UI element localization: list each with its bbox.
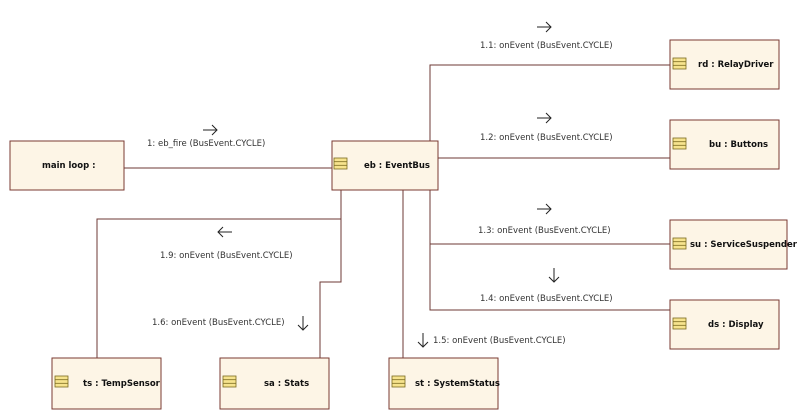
class-icon [333, 157, 348, 170]
object-su-label: su : ServiceSuspender [690, 240, 798, 250]
link-eb-sa [319, 219, 342, 358]
object-rd-label: rd : RelayDriver [698, 60, 774, 70]
message-1-1-label: 1.1: onEvent (BusEvent.CYCLE) [480, 41, 613, 51]
message-1-9: 1.9: onEvent (BusEvent.CYCLE) [160, 226, 293, 261]
object-main-loop-label: main loop : [42, 161, 96, 171]
message-1-5-label: 1.5: onEvent (BusEvent.CYCLE) [433, 336, 566, 346]
message-1-9-label: 1.9: onEvent (BusEvent.CYCLE) [160, 251, 293, 261]
class-icon [672, 137, 687, 150]
message-1-1: 1.1: onEvent (BusEvent.CYCLE) [480, 21, 613, 51]
link-eb-ts [96, 190, 342, 358]
object-ds-label: ds : Display [708, 320, 764, 330]
object-eb[interactable]: eb : EventBus [331, 140, 439, 191]
arrow-right-icon [537, 112, 552, 124]
message-1-label: 1: eb_fire (BusEvent.CYCLE) [147, 139, 265, 149]
object-rd[interactable]: rd : RelayDriver [669, 39, 780, 90]
message-1-2-label: 1.2: onEvent (BusEvent.CYCLE) [480, 133, 613, 143]
class-icon [672, 317, 687, 330]
link-eb-rd [429, 64, 670, 141]
message-1-3-label: 1.3: onEvent (BusEvent.CYCLE) [478, 226, 611, 236]
connectors [96, 64, 670, 358]
object-ds[interactable]: ds : Display [669, 299, 780, 350]
arrow-right-icon [537, 21, 552, 33]
arrow-down-icon [548, 268, 560, 283]
class-icon [672, 237, 687, 250]
arrow-left-icon [217, 226, 232, 238]
object-sa[interactable]: sa : Stats [219, 357, 330, 410]
object-eb-label: eb : EventBus [364, 161, 430, 171]
object-ts-label: ts : TempSensor [83, 379, 161, 389]
message-1-3: 1.3: onEvent (BusEvent.CYCLE) [478, 203, 611, 236]
class-icon [222, 375, 237, 388]
message-1-6: 1.6: onEvent (BusEvent.CYCLE) [152, 316, 309, 331]
object-ts[interactable]: ts : TempSensor [51, 357, 162, 410]
object-st-label: st : SystemStatus [415, 379, 500, 389]
object-bu-label: bu : Buttons [709, 140, 768, 150]
arrow-right-icon [203, 124, 218, 136]
link-eb-ds [429, 190, 670, 311]
arrow-down-icon [297, 316, 309, 331]
message-1-2: 1.2: onEvent (BusEvent.CYCLE) [480, 112, 613, 143]
message-1-5: 1.5: onEvent (BusEvent.CYCLE) [417, 333, 566, 348]
message-1-4: 1.4: onEvent (BusEvent.CYCLE) [480, 268, 613, 304]
class-icon [54, 375, 69, 388]
message-1: 1: eb_fire (BusEvent.CYCLE) [147, 124, 265, 149]
object-sa-label: sa : Stats [264, 379, 309, 389]
object-bu[interactable]: bu : Buttons [669, 119, 780, 170]
object-main-loop[interactable]: main loop : [9, 140, 125, 191]
class-icon [391, 375, 406, 388]
class-icon [672, 57, 687, 70]
arrow-right-icon [537, 203, 552, 215]
object-st[interactable]: st : SystemStatus [388, 357, 500, 410]
message-1-4-label: 1.4: onEvent (BusEvent.CYCLE) [480, 294, 613, 304]
message-1-6-label: 1.6: onEvent (BusEvent.CYCLE) [152, 318, 285, 328]
arrow-down-icon [417, 333, 429, 348]
object-su[interactable]: su : ServiceSuspender [669, 219, 798, 270]
